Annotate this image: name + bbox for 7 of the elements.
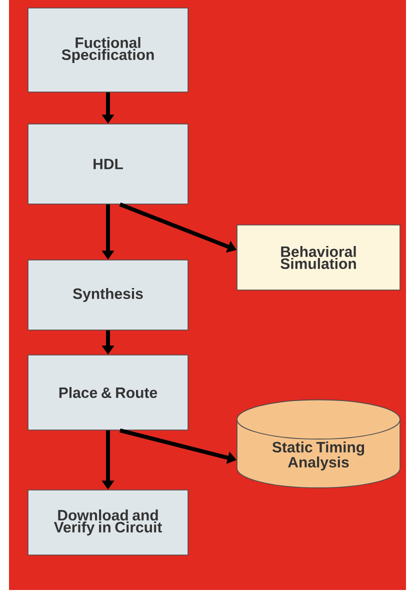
database-cylinder: Static Timing Analysis [236,399,400,488]
process-box: Behavioral Simulation [236,224,400,290]
process-box: Synthesis [28,260,188,330]
process-box: Fuctional Specification [28,8,188,92]
process-box: Place & Route [28,354,188,430]
process-box: HDL [28,124,188,204]
process-box: Download and Verify in Circuit [28,490,188,556]
